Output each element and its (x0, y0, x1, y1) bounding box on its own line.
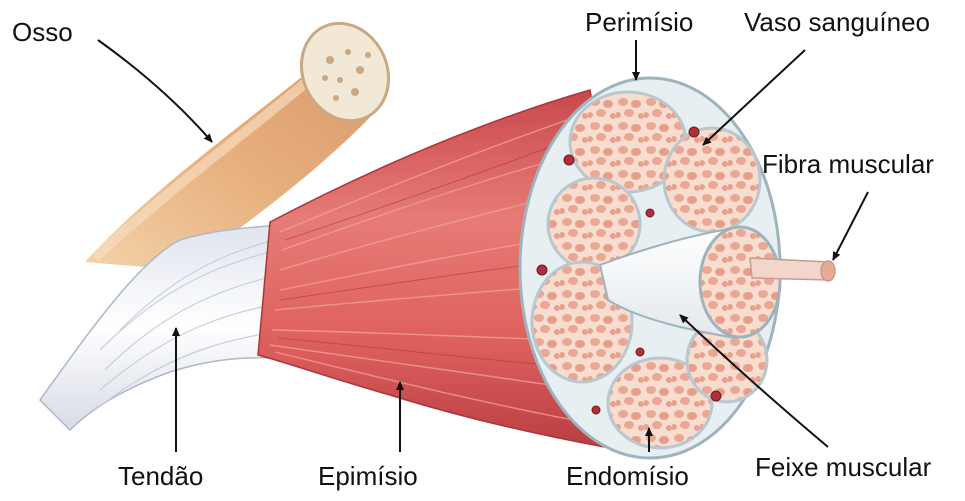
label-fibra-muscular: Fibra muscular (762, 149, 934, 179)
label-tendao: Tendão (118, 461, 203, 491)
label-vaso-sanguineo: Vaso sanguíneo (744, 7, 930, 37)
label-perimisio: Perimísio (585, 7, 693, 37)
vaso-sanguineo-arrow (703, 50, 805, 145)
label-endomisio: Endomísio (566, 461, 689, 491)
fibra-muscular-arrow (833, 192, 868, 260)
muscle-fiber (750, 258, 835, 281)
label-epimisio: Epimísio (318, 461, 418, 491)
muscle-cross-section (520, 78, 835, 458)
fascicle (664, 128, 760, 232)
osso-arrow (98, 40, 212, 142)
label-feixe-muscular: Feixe muscular (755, 452, 932, 482)
label-osso: Osso (12, 17, 73, 47)
